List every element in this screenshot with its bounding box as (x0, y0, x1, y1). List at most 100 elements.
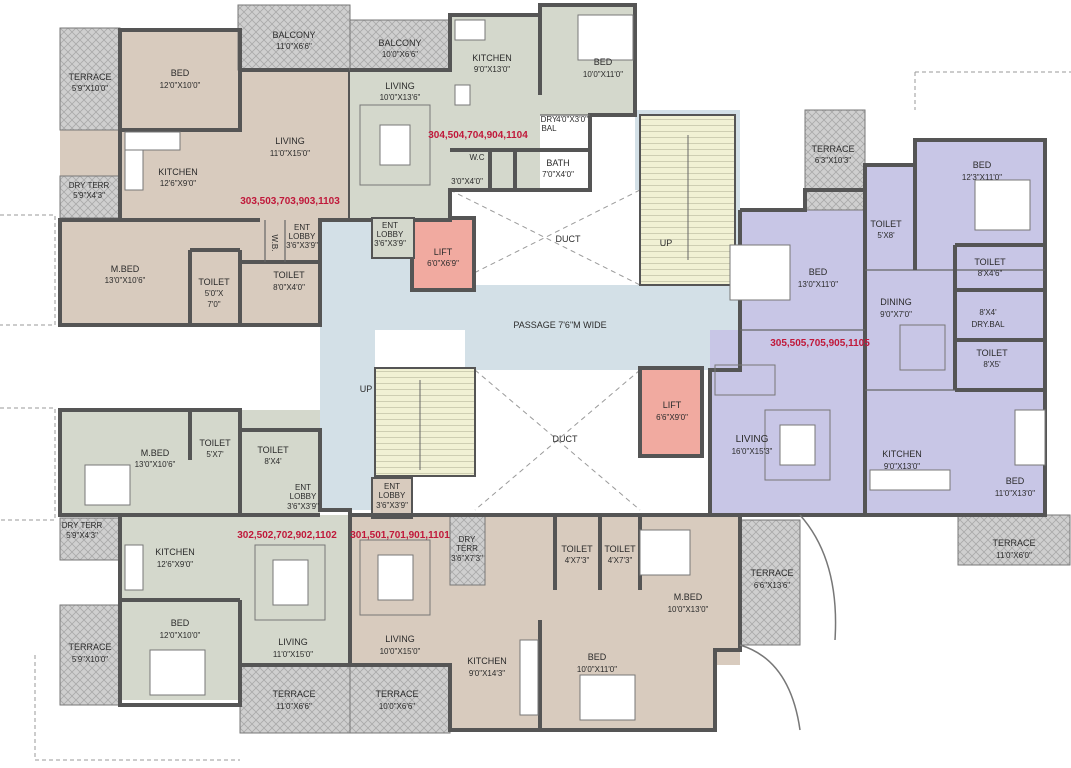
room-size: 10'0"X11'0" (577, 665, 617, 674)
unit-305 (708, 109, 1071, 641)
room-name: TERRACE (272, 689, 315, 699)
room-name: BATH (546, 158, 569, 168)
room-name: ENT (295, 483, 311, 492)
room-size: 12'0"X10'0" (160, 81, 201, 90)
room-name: BED (588, 652, 607, 662)
room-name: TERRACE (68, 642, 111, 652)
terrace-tl (59, 27, 121, 131)
room-name: TOILET (561, 544, 593, 554)
room-size: 8'X4'6" (978, 269, 1003, 278)
duct-top (450, 190, 640, 285)
room-size: 10'0"X6'6" (379, 702, 415, 711)
room-name: DRY.BAL (971, 320, 1005, 329)
room-size: 12'6"X9'0" (160, 179, 196, 188)
room-name: ENT (384, 482, 400, 491)
room-name: M.BED (111, 264, 140, 274)
room-name: TOILET (974, 257, 1006, 267)
room-name: DRY (541, 115, 558, 124)
room-name: ENT (294, 223, 310, 232)
room-size: 3'6"X3'9" (287, 502, 319, 511)
room-name: TERR (456, 544, 478, 553)
room-size: 11'0"X15'0" (270, 149, 310, 158)
room-size: 5'X8' (877, 231, 895, 240)
room-name: TERRACE (68, 72, 111, 82)
room-size: 8'0"X4'0" (273, 283, 305, 292)
room-name: BED (973, 160, 992, 170)
unit-number-303: 303,503,703,903,1103 (240, 196, 340, 207)
room-size: 8'X5' (983, 360, 1001, 369)
room-size: 5'9"X4'3" (66, 531, 98, 540)
room-size: 9'0"X13'0" (884, 462, 920, 471)
room-name: LIFT (434, 247, 453, 257)
room-name: W.C (469, 153, 484, 162)
room-size: 12'3"X11'0" (962, 173, 1002, 182)
room-size: 3'0"X4'0" (451, 177, 483, 186)
room-name: LIFT (663, 400, 682, 410)
room-name: TOILET (870, 219, 902, 229)
room-name: DRY TERR (69, 181, 110, 190)
balcony-303 (237, 4, 351, 71)
labels: 303,503,703,903,1103 304,504,704,904,110… (62, 30, 1036, 711)
room-name: LIVING (736, 434, 769, 445)
room-size: 5'9"X10'0" (72, 655, 108, 664)
room-name: 8'X4' (979, 308, 997, 317)
room-name: DUCT (556, 234, 581, 244)
dry-terr-301 (449, 514, 486, 586)
room-name: DUCT (553, 434, 578, 444)
room-size: 11'0"X13'0" (995, 489, 1035, 498)
room-size: 3'6"X3'9" (374, 239, 406, 248)
terrace-301 (739, 519, 801, 646)
room-size: 10'0"X6'6" (382, 50, 418, 59)
room-size: 5'9"X4'3" (73, 191, 105, 200)
room-size: 11'0"X6'6" (276, 42, 312, 51)
room-name: LOBBY (290, 492, 317, 501)
unit-number-304: 304,504,704,904,1104 (428, 130, 528, 141)
room-name: ENT (382, 221, 398, 230)
room-size: 16'0"X15'3" (732, 447, 773, 456)
room-size: 9'0"X13'0" (474, 65, 510, 74)
room-name: TOILET (257, 445, 289, 455)
room-size: 13'0"X10'6" (105, 276, 146, 285)
room-name: DRY TERR (62, 521, 103, 530)
room-name: BED (171, 618, 190, 628)
room-name: LOBBY (377, 230, 404, 239)
room-size: 9'0"X7'0" (880, 310, 912, 319)
room-name: W.B. (270, 235, 279, 252)
room-name: BALCONY (378, 38, 421, 48)
terrace-305b (957, 514, 1071, 566)
room-name: UP (660, 238, 673, 248)
room-size: 13'0"X11'0" (798, 280, 838, 289)
room-name: LIVING (278, 637, 308, 647)
room-size: 6'6"X13'6" (754, 581, 790, 590)
room-size: 5'0"X (205, 289, 224, 298)
room-name: TOILET (199, 438, 231, 448)
room-name: KITCHEN (467, 656, 507, 666)
room-name: TERRACE (992, 538, 1035, 548)
room-name: BED (594, 57, 613, 67)
room-size: 10'0"X13'0" (668, 605, 709, 614)
room-size: 4'0"X3'0" (556, 115, 588, 124)
lift-bottom (638, 366, 704, 458)
unit-303 (58, 4, 352, 327)
room-name: LOBBY (379, 491, 406, 500)
unit-302 (58, 408, 352, 734)
passage-label: PASSAGE 7'6"M WIDE (513, 320, 606, 330)
room-name: KITCHEN (155, 547, 195, 557)
room-name: KITCHEN (158, 167, 198, 177)
room-name: M.BED (141, 448, 170, 458)
room-name: TOILET (198, 277, 230, 287)
room-name: TOILET (976, 348, 1008, 358)
room-name: UP (360, 384, 373, 394)
room-size: 6'6"X9'0" (656, 413, 688, 422)
room-name: BALCONY (272, 30, 315, 40)
room-name: LIVING (275, 136, 305, 146)
room-name: BAL (541, 124, 557, 133)
common-area (320, 110, 740, 511)
room-name: KITCHEN (472, 53, 512, 63)
room-size: 11'0"X6'6" (276, 702, 312, 711)
room-size: 3'6"X3'9" (376, 501, 408, 510)
room-name: LIVING (385, 81, 415, 91)
room-name: KITCHEN (882, 449, 922, 459)
room-size: 12'6"X9'0" (157, 560, 193, 569)
room-name: TOILET (604, 544, 636, 554)
